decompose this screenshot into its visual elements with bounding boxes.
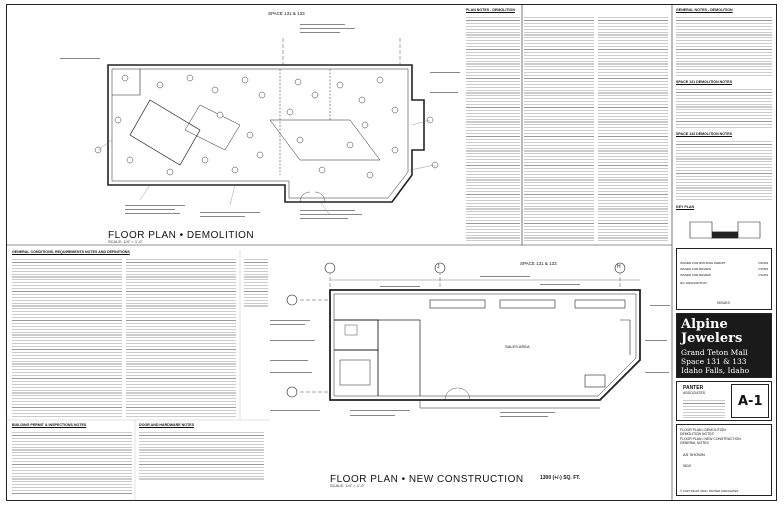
- sheet-border: [6, 4, 777, 501]
- general-conditions-column-2: [126, 257, 236, 417]
- key-plan: [689, 221, 761, 239]
- revision-row: ISSUED FOR REVIEW: [680, 273, 712, 277]
- plan-notes-column-3: [598, 15, 668, 243]
- revision-row: ISSUED FOR REVIEW: [680, 267, 712, 271]
- revision-date: 7/15/09: [757, 267, 768, 271]
- project-line-2: Space 131 & 133: [681, 357, 747, 366]
- notes-dividers: [6, 250, 270, 501]
- demolition-annotation-text: [60, 24, 460, 219]
- revision-date: 7/22/09: [757, 261, 768, 265]
- firm-name-line-2: ASSOCIATES: [683, 391, 706, 395]
- space-label-top: SPACE 131 & 133: [268, 11, 305, 16]
- demolition-leaders: [97, 119, 436, 216]
- new-construction-plan: [300, 265, 641, 409]
- general-conditions-header: GENERAL CONDITIONS, REQUIREMENTS NOTES A…: [12, 250, 130, 254]
- building-permit-header: BUILDING PERMIT & INSPECTIONS NOTES: [12, 423, 87, 427]
- demolition-callouts: [94, 74, 439, 179]
- general-conditions-column-3: [244, 257, 268, 307]
- job-number: 0810: [683, 464, 691, 468]
- door-hardware-header: DOOR AND HARDWARE NOTES: [139, 423, 194, 427]
- copyright-notice: © COPYRIGHT 2009 • PANTER ASSOCIATES: [680, 489, 739, 493]
- revision-block: ISSUED FOR BUILDING PERMIT 7/22/09 ISSUE…: [676, 248, 772, 310]
- revision-header: NO. DESCRIPTION: [680, 281, 707, 285]
- sales-area-label: SALES AREA: [505, 344, 530, 349]
- plan-notes-column-2: [524, 15, 594, 243]
- demolition-plan-title: FLOOR PLAN • DEMOLITION: [108, 230, 255, 241]
- space-133-demo-body: [676, 139, 772, 201]
- space-label-bottom: SPACE 131 & 133: [520, 261, 557, 266]
- sheet-description: FLOOR PLAN • DEMOLITION DEMOLITION NOTES…: [680, 428, 741, 446]
- plan-notes-column-1: [466, 15, 520, 243]
- space-131-demo-body: [676, 87, 772, 129]
- door-hardware-body: [139, 430, 264, 480]
- firm-address: [683, 398, 725, 418]
- general-notes-demo-header: GENERAL NOTES - DEMOLITION: [676, 8, 733, 12]
- space-133-demo-header: SPACE 133 DEMOLITION NOTES: [676, 132, 733, 136]
- plan-notes-header: PLAN NOTES - DEMOLITION: [466, 8, 515, 12]
- issues-label: ISSUES: [717, 301, 730, 305]
- area-label: 1300 (+/-) SQ. FT.: [540, 475, 581, 481]
- space-131-demo-header: SPACE 131 DEMOLITION NOTES: [676, 80, 733, 84]
- sheet-info-block: FLOOR PLAN • DEMOLITION DEMOLITION NOTES…: [676, 424, 772, 496]
- client-block: Alpine Jewelers Grand Teton Mall Space 1…: [676, 313, 772, 378]
- project-line-3: Idaho Falls, Idaho: [681, 366, 750, 375]
- grid-bubble-h: H: [617, 264, 621, 270]
- grid-bubble-j: J: [437, 264, 440, 270]
- project-line-1: Grand Teton Mall: [681, 348, 748, 357]
- sheet-number-box: A-1: [731, 384, 769, 418]
- general-notes-demo-body: [676, 15, 772, 77]
- new-construction-plan-scale: SCALE: 1/4" = 1'-0": [330, 483, 365, 488]
- client-name-line-1: Alpine: [681, 317, 728, 332]
- new-construction-plan-title: FLOOR PLAN • NEW CONSTRUCTION: [330, 474, 524, 485]
- general-conditions-column-1: [12, 257, 122, 417]
- firm-block: PANTER ASSOCIATES A-1: [676, 381, 772, 421]
- firm-name-line-1: PANTER: [683, 385, 704, 391]
- client-name-line-2: Jewelers: [681, 331, 743, 346]
- building-permit-body: [12, 430, 132, 496]
- grid-bubbles: [286, 262, 626, 398]
- revision-date: 7/12/09: [757, 273, 768, 277]
- new-construction-annotation-text: [270, 276, 670, 417]
- key-plan-header: KEY PLAN: [676, 205, 695, 209]
- demolition-plan-scale: SCALE: 1/4" = 1'-0": [108, 239, 143, 244]
- sheet-number: A-1: [738, 394, 763, 409]
- demolition-plan: [107, 38, 425, 203]
- scale-value: AS SHOWN: [683, 452, 705, 457]
- revision-row: ISSUED FOR BUILDING PERMIT: [680, 261, 726, 265]
